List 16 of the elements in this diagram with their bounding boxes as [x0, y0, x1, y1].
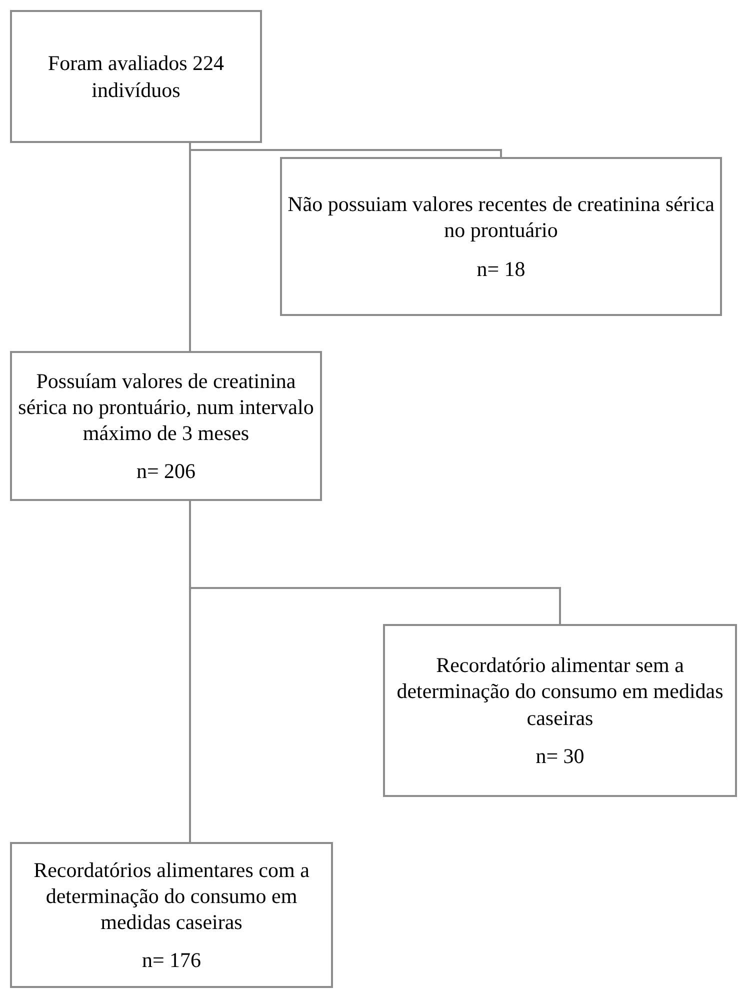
count-text: n= 18 [476, 256, 526, 282]
count-text: n= 176 [142, 947, 202, 974]
flow-box [10, 10, 262, 143]
box-text: Possuíam valores de creatinina sérica no prontuário, num intervalo máximo de 3 meses [17, 368, 315, 446]
box-text: Recordatório alimentar sem a determinação do consumo em medidas caseiras [396, 652, 724, 731]
box-text: Não possuiam valores recentes de creatinina sérica no prontuário [286, 191, 716, 244]
count-text: n= 206 [136, 458, 196, 484]
box-text: Recordatórios alimentares com a determinação do consumo em medidas caseiras [32, 856, 310, 936]
flow-box [10, 351, 322, 501]
flow-box [280, 157, 722, 316]
flow-box [10, 842, 333, 988]
flow-box [383, 624, 737, 797]
connector-line [189, 501, 191, 842]
box-text: Foram avaliados 224 indivíduos [46, 50, 226, 103]
count-text: n= 30 [536, 742, 584, 769]
connector-line [189, 143, 191, 351]
